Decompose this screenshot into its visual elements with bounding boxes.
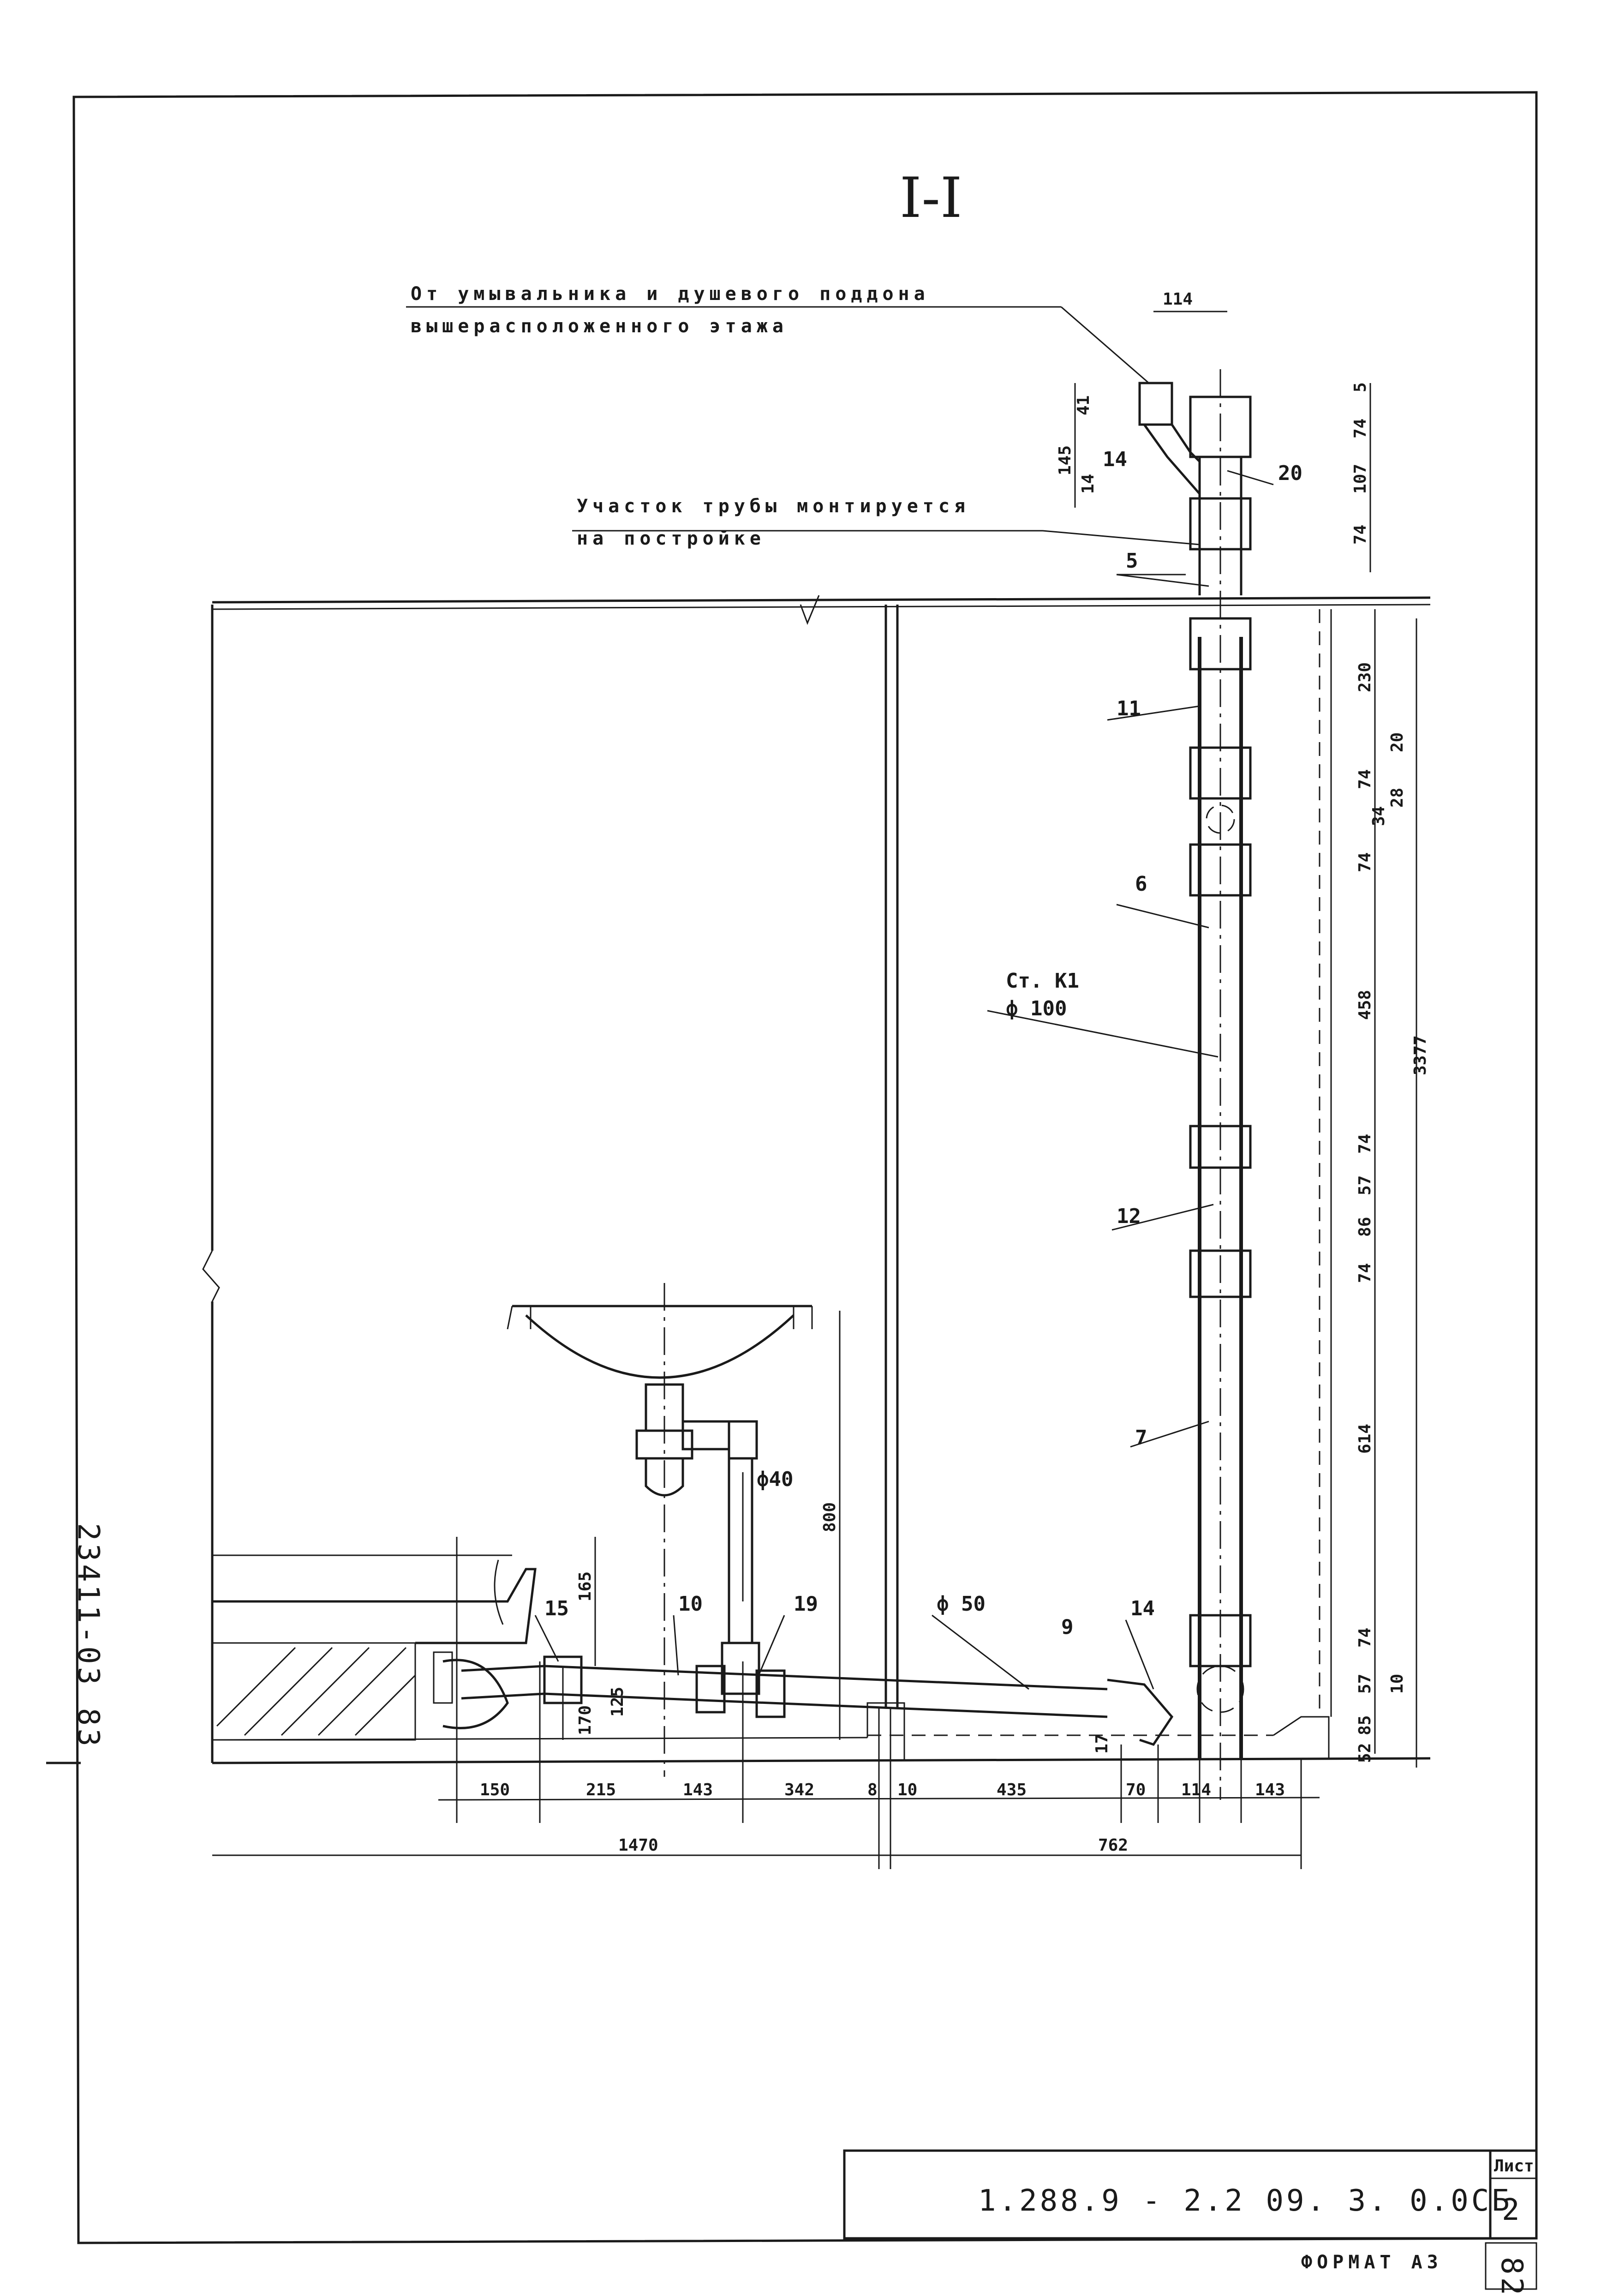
dim-800: 800 xyxy=(820,1502,839,1532)
dim-bottom-8: 8 xyxy=(867,1780,878,1799)
branch-pipe xyxy=(433,1651,1174,1746)
dim-14: 14 xyxy=(1079,474,1098,494)
title-block xyxy=(843,2149,1538,2290)
note-riser-2: ф 100 xyxy=(1006,997,1067,1020)
note-phi40: ф40 xyxy=(757,1468,793,1491)
room-walls xyxy=(202,605,1332,1763)
position-14-upper: 14 xyxy=(1103,448,1127,471)
dim-right-52: 52 xyxy=(1356,1743,1374,1763)
dim-right-20: 20 xyxy=(1388,732,1407,752)
format-label: ФОРМАТ А3 xyxy=(1301,2252,1443,2273)
note-pipe-2: на постройке xyxy=(577,528,765,549)
note-phi50: ф 50 xyxy=(937,1592,986,1616)
dim-bottom-150: 150 xyxy=(480,1780,510,1799)
dim-bottom-143a: 143 xyxy=(683,1780,713,1799)
position-19: 19 xyxy=(794,1592,818,1616)
position-9: 9 xyxy=(1061,1615,1074,1639)
dim-bottom-143b: 143 xyxy=(1255,1780,1285,1799)
position-10: 10 xyxy=(678,1592,703,1616)
dim-bottom-114: 114 xyxy=(1181,1780,1211,1799)
upper-branch-fitting xyxy=(1138,382,1201,495)
dim-bottom-1470: 1470 xyxy=(618,1836,658,1855)
dim-right-85: 85 xyxy=(1356,1715,1374,1735)
position-14-lower: 14 xyxy=(1130,1597,1155,1620)
dim-right-28: 28 xyxy=(1388,788,1407,808)
dim-right-34: 34 xyxy=(1369,806,1388,826)
sheet-label: Лист xyxy=(1494,2157,1534,2176)
floor-slab xyxy=(212,1702,1431,1764)
sheet-number: 2 xyxy=(1502,2193,1523,2227)
dim-bottom-342: 342 xyxy=(784,1780,814,1799)
dim-145: 145 xyxy=(1056,445,1075,475)
dim-right-74e: 74 xyxy=(1356,1628,1374,1648)
dim-bottom-10: 10 xyxy=(897,1780,917,1799)
dim-right-86: 86 xyxy=(1356,1217,1374,1237)
dim-125: 125 xyxy=(608,1687,627,1717)
dim-right-614: 614 xyxy=(1356,1424,1374,1454)
dim-41: 41 xyxy=(1074,396,1093,415)
note-pipe-1: Участок трубы монтируется xyxy=(577,496,970,517)
position-7: 7 xyxy=(1135,1426,1147,1450)
dim-165: 165 xyxy=(576,1571,595,1601)
dim-right-10: 10 xyxy=(1388,1674,1407,1694)
position-6: 6 xyxy=(1135,872,1147,896)
dim-right-230: 230 xyxy=(1356,662,1374,692)
dim-right-74a: 74 xyxy=(1356,769,1374,789)
dim-total-3377: 3377 xyxy=(1411,1035,1430,1075)
dim-114-top: 114 xyxy=(1163,290,1193,309)
dim-17: 17 xyxy=(1093,1734,1111,1754)
basin-siphon xyxy=(635,1383,760,1695)
dim-right-74c: 74 xyxy=(1356,1134,1374,1154)
position-11: 11 xyxy=(1117,697,1141,720)
position-15: 15 xyxy=(544,1597,569,1620)
dim-74-b: 74 xyxy=(1351,525,1370,545)
dim-107: 107 xyxy=(1351,464,1370,494)
section-title: I-I xyxy=(900,166,962,230)
dim-bottom-215: 215 xyxy=(586,1780,616,1799)
shower-tray xyxy=(211,1554,537,1741)
position-20: 20 xyxy=(1278,462,1302,485)
dim-right-458: 458 xyxy=(1356,990,1374,1020)
position-5: 5 xyxy=(1126,549,1138,573)
dim-right-74d: 74 xyxy=(1356,1263,1374,1283)
dim-bottom-435: 435 xyxy=(997,1780,1027,1799)
note-riser-1: Ст. К1 xyxy=(1006,969,1079,993)
position-12: 12 xyxy=(1117,1205,1141,1228)
upper-slab xyxy=(212,595,1431,625)
dim-5: 5 xyxy=(1351,382,1370,392)
drawing-code: 1.288.9 - 2.2 09. 3. 0.0СБ xyxy=(978,2184,1512,2218)
dim-right-57b: 57 xyxy=(1356,1674,1374,1694)
dim-right-57a: 57 xyxy=(1356,1175,1374,1195)
dim-bottom-70: 70 xyxy=(1126,1780,1146,1799)
dimension-lines xyxy=(212,311,1417,1869)
dim-bottom-762: 762 xyxy=(1098,1836,1128,1855)
side-stamp: 23411-03 83 xyxy=(71,1523,105,1749)
leader-lines xyxy=(406,306,1274,1690)
dim-170: 170 xyxy=(576,1705,595,1735)
note-from-above-2: вышерасположенного этажа xyxy=(411,316,788,337)
note-from-above-1: От умывальника и душевого поддона xyxy=(411,283,930,305)
dim-right-74b: 74 xyxy=(1356,852,1374,872)
page-mark: 82 xyxy=(1494,2257,1529,2296)
riser-pipe xyxy=(1189,369,1252,1800)
dim-74-a: 74 xyxy=(1351,419,1370,438)
drawing-frame xyxy=(72,91,1538,2244)
